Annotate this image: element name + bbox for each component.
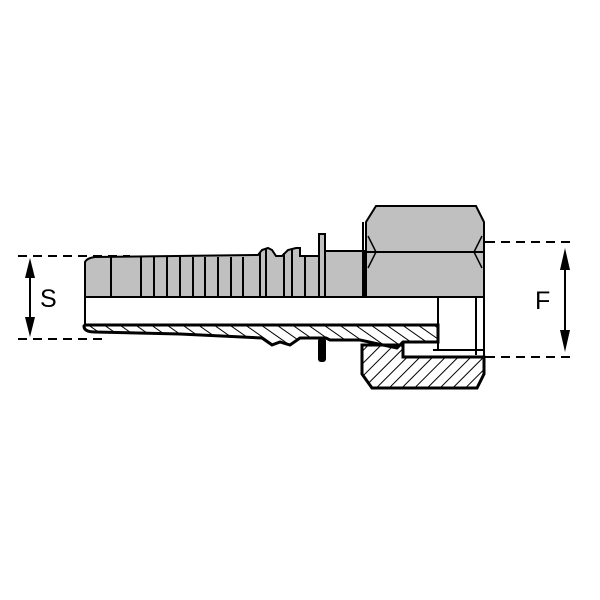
dimension-label-s: S [40,285,57,313]
nut-section [360,343,492,390]
hex-nut [365,205,490,298]
dimension-label-f: F [535,287,551,315]
collar [304,222,366,298]
dimension-f [486,241,570,358]
hose-tail [84,246,306,298]
